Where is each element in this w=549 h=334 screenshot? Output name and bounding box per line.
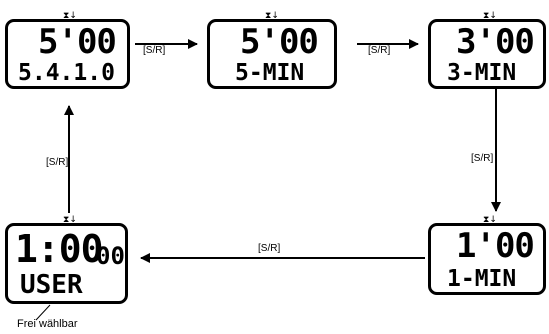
screen-mode: 5.4.1.0 (18, 60, 115, 86)
screen-seconds: 00 (96, 242, 125, 270)
hourglass-icon: ⧗↓ (483, 11, 497, 21)
screen-time: 5'00 (240, 22, 319, 62)
screen-time: 1:00 (15, 227, 104, 271)
hourglass-icon: ⧗↓ (265, 11, 279, 21)
hourglass-icon: ⧗↓ (483, 215, 497, 225)
arrow-label-5: [S/R] (46, 157, 69, 168)
watch-screen-1min: ⧗↓ 1'00 1-MIN (428, 215, 546, 295)
watch-screen-user: ⧗↓ 1:00 00 USER (5, 215, 128, 304)
arrow-label-2: [S/R] (368, 45, 391, 56)
arrow-label-4: [S/R] (258, 243, 281, 254)
caption-leader-line (35, 304, 51, 321)
screen-time: 5'00 (38, 22, 117, 62)
screen-mode: 1-MIN (447, 266, 517, 292)
watch-screen-3min: ⧗↓ 3'00 3-MIN (428, 11, 546, 89)
screen-mode: 3-MIN (447, 60, 517, 86)
hourglass-icon: ⧗↓ (63, 215, 77, 225)
hourglass-icon: ⧗↓ (63, 11, 77, 21)
arrow-label-3: [S/R] (471, 153, 494, 164)
caption-frei-waehlbar: Frei wählbar (17, 318, 78, 330)
screen-time: 3'00 (456, 22, 535, 62)
screen-time: 1'00 (456, 226, 535, 266)
watch-screen-5min: ⧗↓ 5'00 5-MIN (207, 11, 337, 89)
screen-mode: 5-MIN (235, 60, 305, 86)
watch-screen-5410: ⧗↓ 5'00 5.4.1.0 (5, 11, 130, 89)
arrow-label-1: [S/R] (143, 45, 166, 56)
screen-mode: USER (20, 270, 83, 300)
